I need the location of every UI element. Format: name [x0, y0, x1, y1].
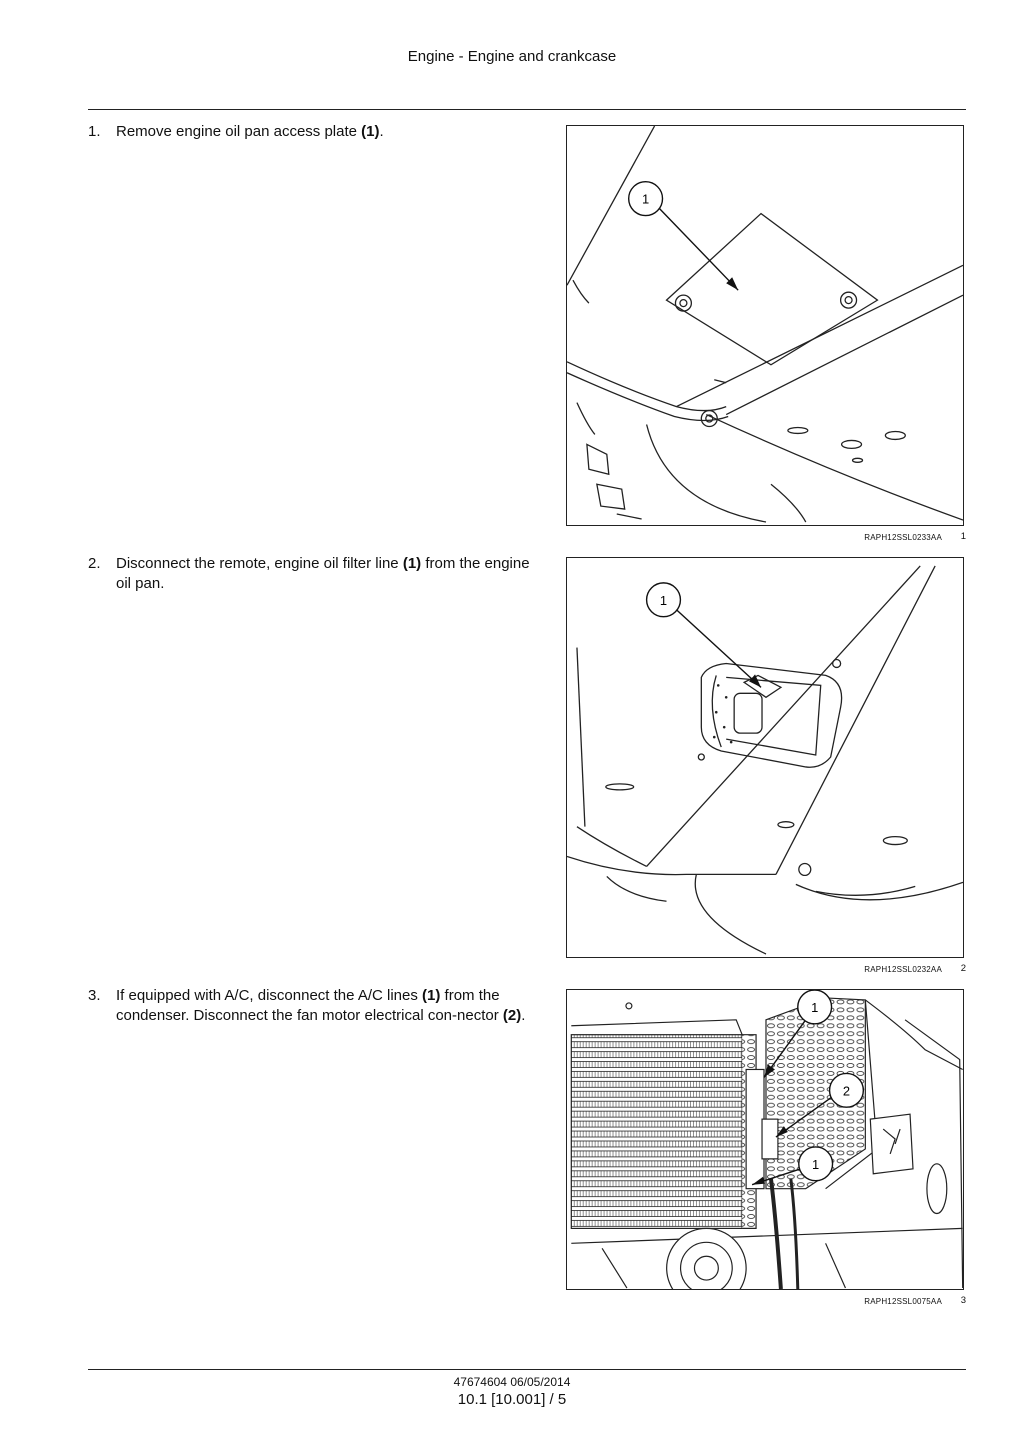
callout-2: 2 [775, 1072, 865, 1138]
step-1: 1. Remove engine oil pan access plate (1… [88, 122, 533, 142]
figure-3-ref: RAPH12SSL0075AA [864, 1297, 942, 1306]
document-id: 47674604 06/05/2014 [453, 1375, 571, 1389]
figure-2-number: 2 [960, 963, 966, 974]
figure-2-ref: RAPH12SSL0232AA [864, 965, 942, 974]
step-text: Disconnect the remote, engine oil filter… [116, 555, 530, 592]
figure-3-number: 3 [960, 1295, 966, 1306]
svg-text:1: 1 [660, 593, 667, 608]
step-number: 1. [88, 123, 101, 140]
step-number: 2. [88, 555, 101, 572]
step-2: 2. Disconnect the remote, engine oil fil… [88, 554, 533, 594]
callout-1-bottom: 1 [751, 1146, 834, 1186]
callout-1-top: 1 [763, 990, 833, 1078]
svg-text:2: 2 [843, 1083, 850, 1098]
callout-1: 1 [627, 181, 739, 291]
step-text: If equipped with A/C, disconnect the A/C… [116, 987, 526, 1024]
oil-pan-access-plate-drawing: 1 [567, 126, 963, 523]
figure-2-illustration: 1 [566, 557, 964, 958]
step-text: Remove engine oil pan access plate (1). [116, 123, 384, 140]
header-rule [88, 109, 966, 110]
page-reference: 10.1 [10.001] / 5 [457, 1391, 567, 1408]
step-number: 3. [88, 987, 101, 1004]
callout-1: 1 [645, 582, 762, 688]
step-3: 3. If equipped with A/C, disconnect the … [88, 986, 533, 1026]
svg-text:1: 1 [642, 192, 649, 207]
figure-3-illustration: 1 2 1 [566, 989, 964, 1290]
svg-text:1: 1 [811, 1000, 818, 1015]
oil-filter-line-drawing: 1 [567, 565, 963, 955]
ac-condenser-drawing: 1 2 1 [570, 990, 963, 1289]
page-header: Engine - Engine and crankcase [407, 48, 617, 65]
footer-rule [88, 1369, 966, 1370]
figure-1-illustration: 1 [566, 125, 964, 526]
svg-text:1: 1 [812, 1157, 819, 1172]
figure-1-ref: RAPH12SSL0233AA [864, 533, 942, 542]
figure-1-number: 1 [960, 531, 966, 542]
